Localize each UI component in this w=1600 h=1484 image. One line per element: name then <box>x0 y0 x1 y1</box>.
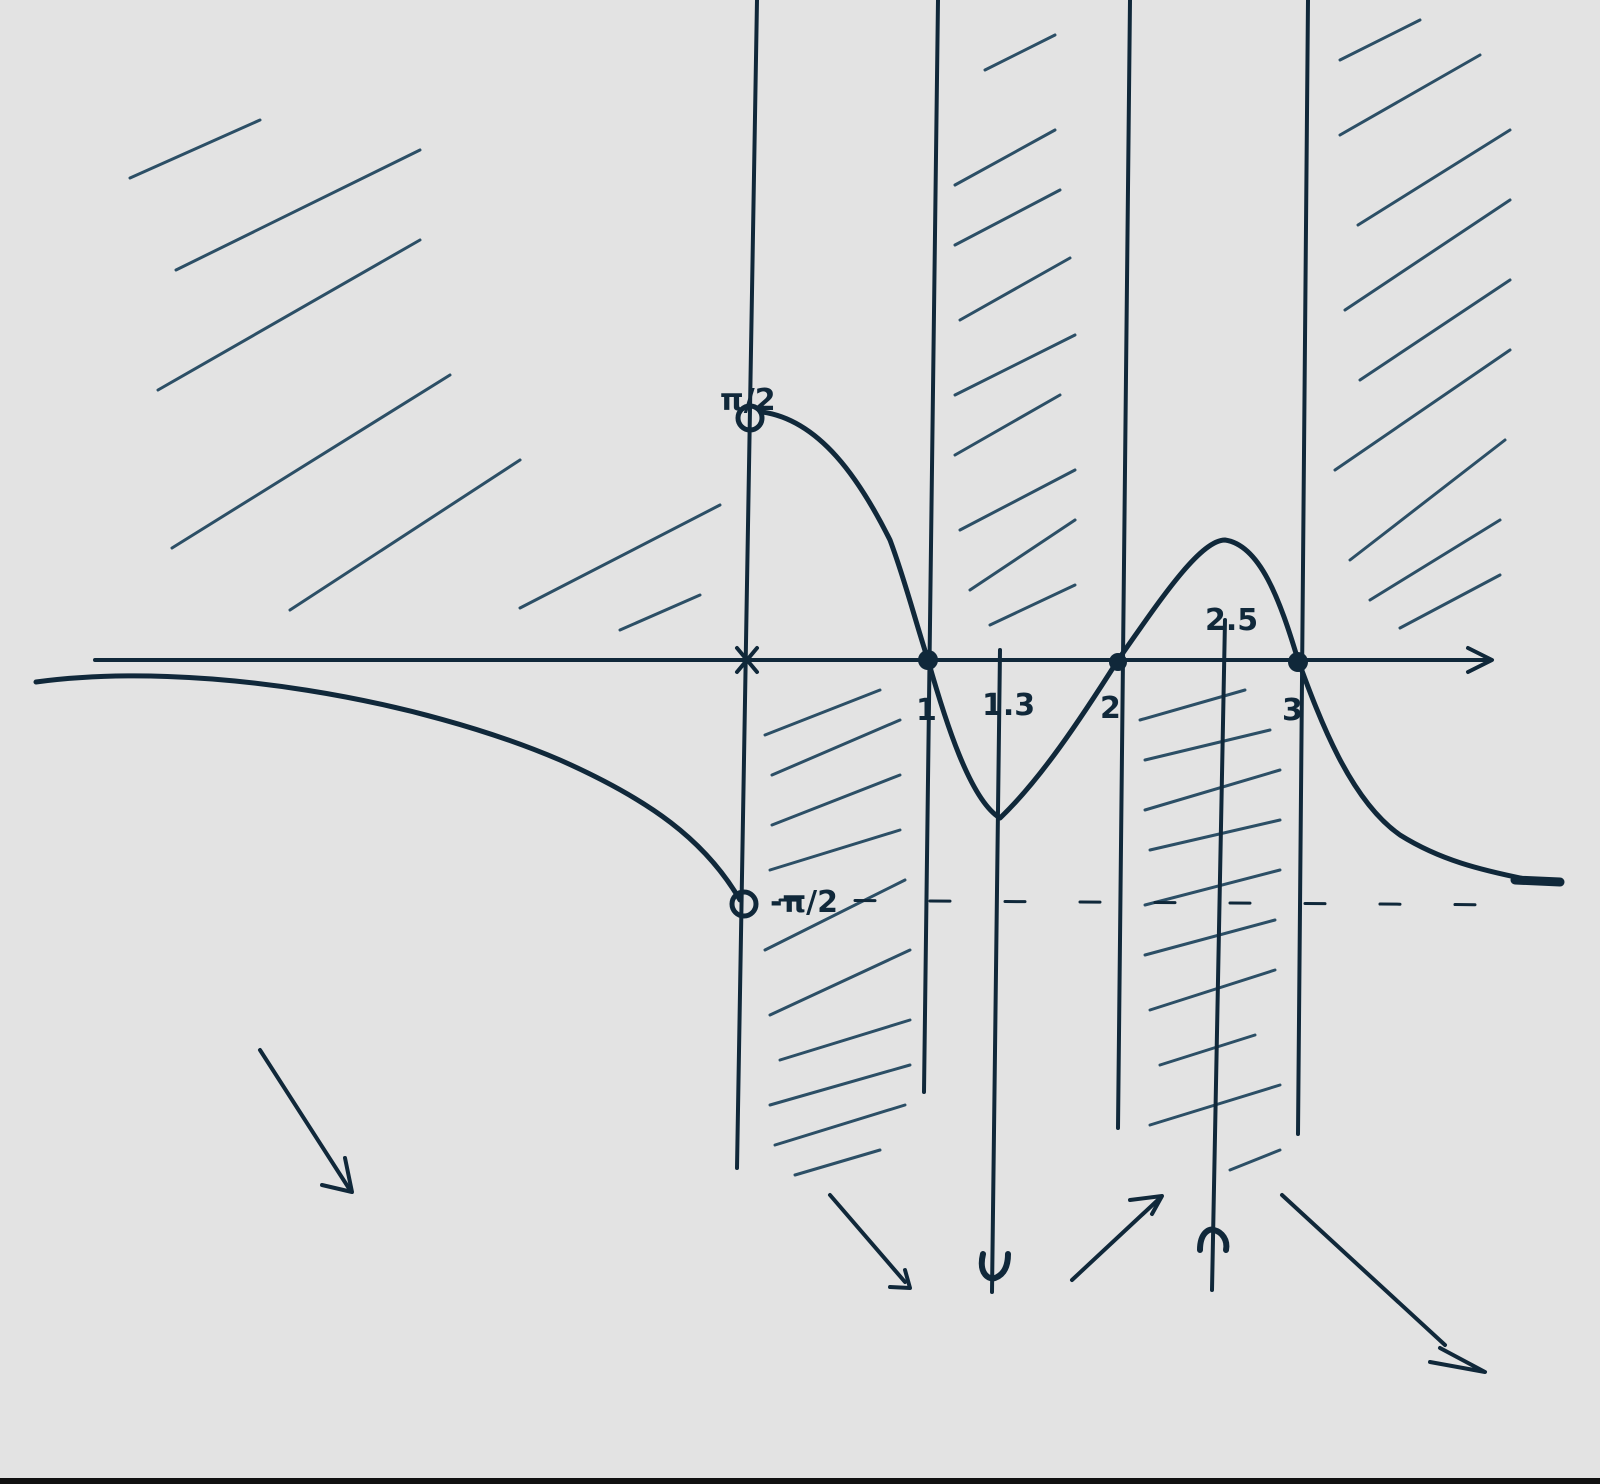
boundary-x3 <box>1296 0 1310 1136</box>
tick-label-1: 1 <box>916 693 937 728</box>
open-point-minus-pi-half <box>729 889 759 919</box>
origin-cross <box>735 646 759 674</box>
root-x1 <box>918 650 938 670</box>
tick-label-2: 2 <box>1100 691 1121 726</box>
label-minus-pi-half: -π/2 <box>770 885 838 920</box>
boundary-x1 <box>922 0 940 1094</box>
boundary-x2 <box>1116 0 1132 1130</box>
root-x2 <box>1109 653 1127 671</box>
hatch-upper-strip-1-2 <box>953 33 1077 627</box>
arrow-decreasing-right <box>1280 1193 1487 1374</box>
arrow-decreasing-left <box>258 1048 354 1194</box>
curve-left-branch <box>33 673 743 903</box>
hatch-lower-strip-0-1 <box>763 688 912 1177</box>
label-pi-half: π/2 <box>720 383 776 418</box>
tick-label-1-3: 1.3 <box>982 688 1035 723</box>
hatch-upper-left <box>128 118 722 632</box>
x-axis <box>93 646 1494 674</box>
arrow-increasing-1-3-to-2-5 <box>1070 1194 1164 1282</box>
arrow-decreasing-0-1 <box>828 1193 912 1290</box>
asymptote-x0 <box>735 0 759 1170</box>
critical-line-2-5 <box>1197 618 1230 1292</box>
asymptote-minus-pi-half <box>778 898 1522 907</box>
critical-line-1-3 <box>978 648 1011 1294</box>
photo-bottom-edge <box>0 1478 1600 1484</box>
tick-label-3: 3 <box>1282 693 1303 728</box>
open-point-pi-half <box>735 403 765 433</box>
hatch-upper-right <box>1333 18 1512 630</box>
root-x3 <box>1288 652 1308 672</box>
hatch-lower-strip-2-3 <box>1138 688 1282 1172</box>
tick-label-2-5: 2.5 <box>1205 603 1258 638</box>
